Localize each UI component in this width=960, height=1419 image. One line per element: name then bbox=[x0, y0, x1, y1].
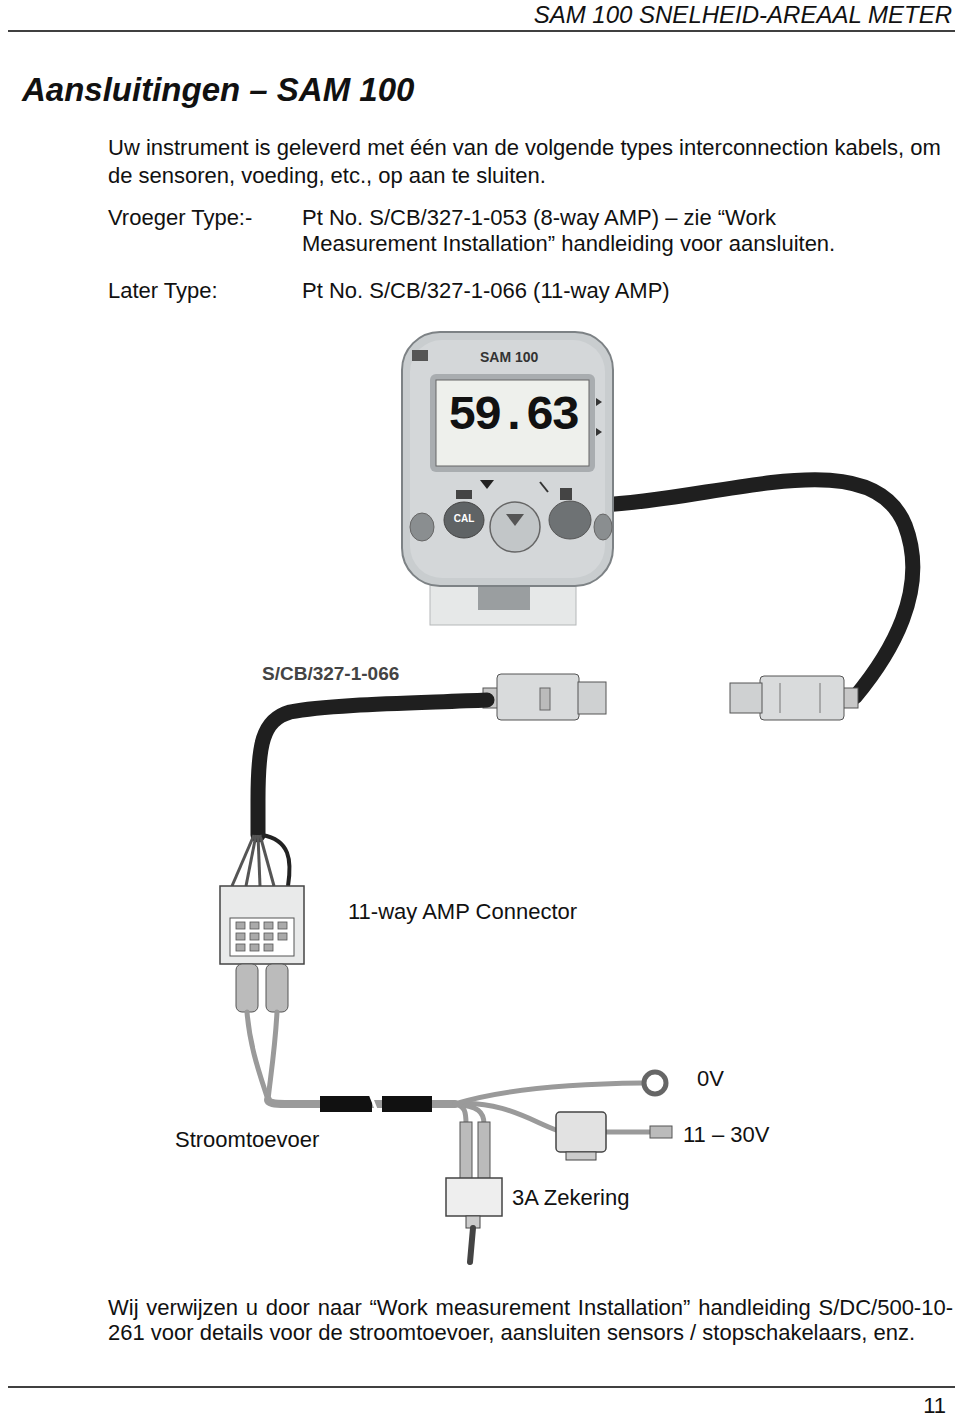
fuse-callout: 3A Zekering bbox=[512, 1185, 629, 1211]
harness-cable bbox=[258, 700, 487, 835]
instrument-housing-outline bbox=[400, 330, 615, 592]
instrument-cable bbox=[600, 480, 913, 697]
toggle-switch bbox=[446, 1122, 502, 1262]
type-label: Vroeger Type:- bbox=[108, 205, 252, 231]
button-label: CAL bbox=[443, 514, 485, 524]
page-title: Aansluitingen – SAM 100 bbox=[22, 70, 414, 110]
display-reading: 59.63 bbox=[436, 392, 589, 440]
instrument-housing: SAM 100 59.63CAL bbox=[400, 330, 615, 592]
cable-part-number: S/CB/327-1-066 bbox=[262, 663, 399, 686]
power-supply-callout: Stroomtoevoer bbox=[175, 1127, 319, 1153]
cable-sleeves bbox=[320, 1094, 432, 1114]
voltage-label: 0V bbox=[697, 1066, 724, 1092]
connector-callout: 11-way AMP Connector bbox=[348, 899, 577, 925]
cable-connector-right bbox=[730, 676, 858, 720]
header-rule bbox=[8, 30, 955, 32]
fuse-holder bbox=[556, 1112, 672, 1160]
intro-paragraph: Uw instrument is geleverd met één van de… bbox=[108, 134, 953, 189]
amp-connector-block bbox=[220, 886, 304, 964]
part-number-note: Pt No. S/CB/327-1-066 (11-way AMP) bbox=[302, 278, 670, 304]
ring-terminal bbox=[644, 1072, 666, 1094]
footer-rule bbox=[8, 1386, 955, 1388]
instrument-name: SAM 100 bbox=[480, 349, 538, 366]
page-number: 11 bbox=[923, 1393, 946, 1419]
harness-wires bbox=[232, 835, 290, 886]
cable-connector-left bbox=[483, 674, 606, 720]
spade-terminals bbox=[236, 964, 288, 1012]
part-number-note: Pt No. S/CB/327-1-053 (8-way AMP) – zie … bbox=[302, 205, 912, 258]
reference-note: Wij verwijzen u door naar “Work measurem… bbox=[108, 1295, 953, 1346]
voltage-label: 11 – 30V bbox=[683, 1122, 769, 1148]
running-header: SAM 100 SNELHEID-AREAAL METER bbox=[534, 1, 952, 30]
type-label: Later Type: bbox=[108, 278, 218, 304]
cal-button: CAL bbox=[443, 501, 485, 539]
